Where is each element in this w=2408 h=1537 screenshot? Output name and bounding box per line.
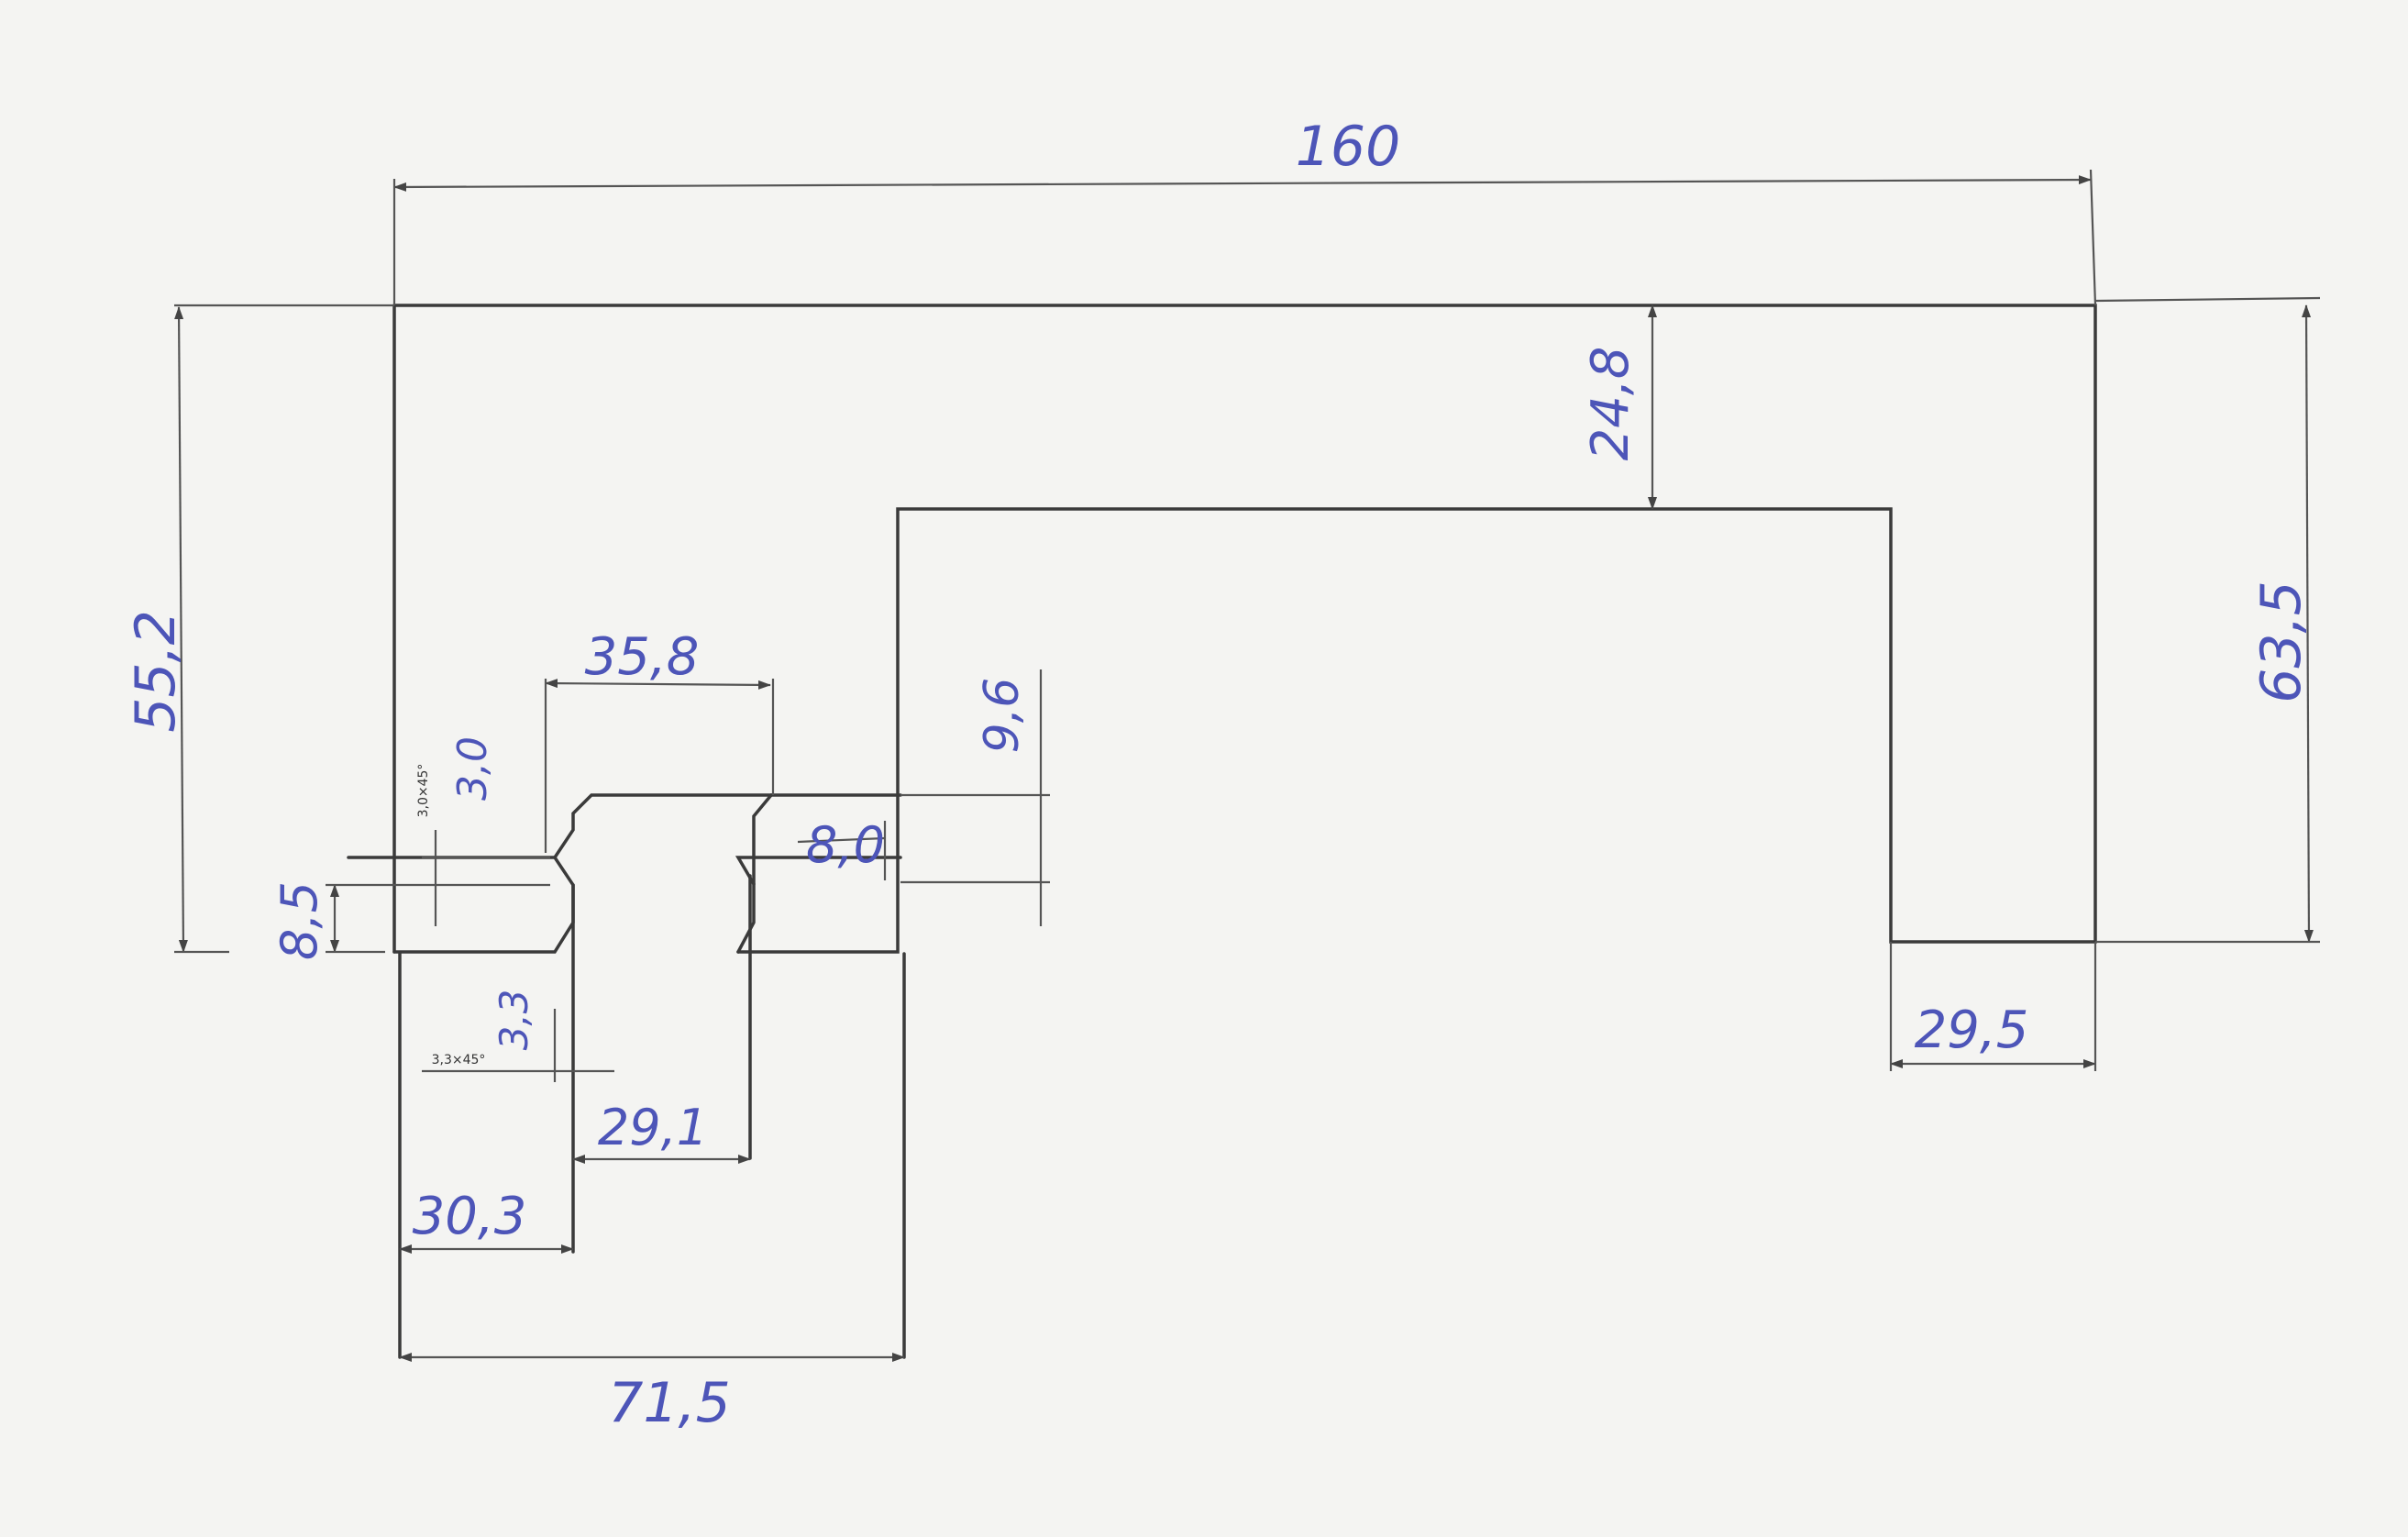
label-shoulder-height: 3,0 bbox=[449, 736, 496, 801]
dimension-lines bbox=[174, 169, 2321, 1362]
label-slot-bottom-width: 29,1 bbox=[598, 1099, 708, 1156]
label-top-notch-depth: 24,8 bbox=[1581, 347, 1640, 461]
label-right-shoulder-height: 8,0 bbox=[806, 816, 885, 874]
label-base-width: 71,5 bbox=[608, 1371, 731, 1435]
label-left-height: 55,2 bbox=[124, 610, 188, 733]
label-left-leg-width: 30,3 bbox=[413, 1187, 527, 1246]
label-flange-thickness: 8,5 bbox=[271, 881, 328, 960]
label-overall-width: 160 bbox=[1296, 115, 1401, 179]
label-right-height: 63,5 bbox=[2249, 581, 2314, 703]
label-chamfer-note-bottom: 3,3×45° bbox=[432, 1053, 486, 1067]
label-chamfer-note-top: 3,0×45° bbox=[416, 764, 431, 818]
dimension-labels: 160 24,8 55,2 63,5 35,8 9,6 3,0 3,0×45° … bbox=[124, 115, 2314, 1435]
label-slot-top-width: 35,8 bbox=[585, 627, 700, 687]
profile-outline bbox=[347, 304, 2097, 1359]
label-slot-opening-height: 9,6 bbox=[975, 678, 1030, 754]
label-right-leg-width: 29,5 bbox=[1915, 1001, 2029, 1060]
label-lower-offset: 3,3 bbox=[492, 990, 536, 1051]
